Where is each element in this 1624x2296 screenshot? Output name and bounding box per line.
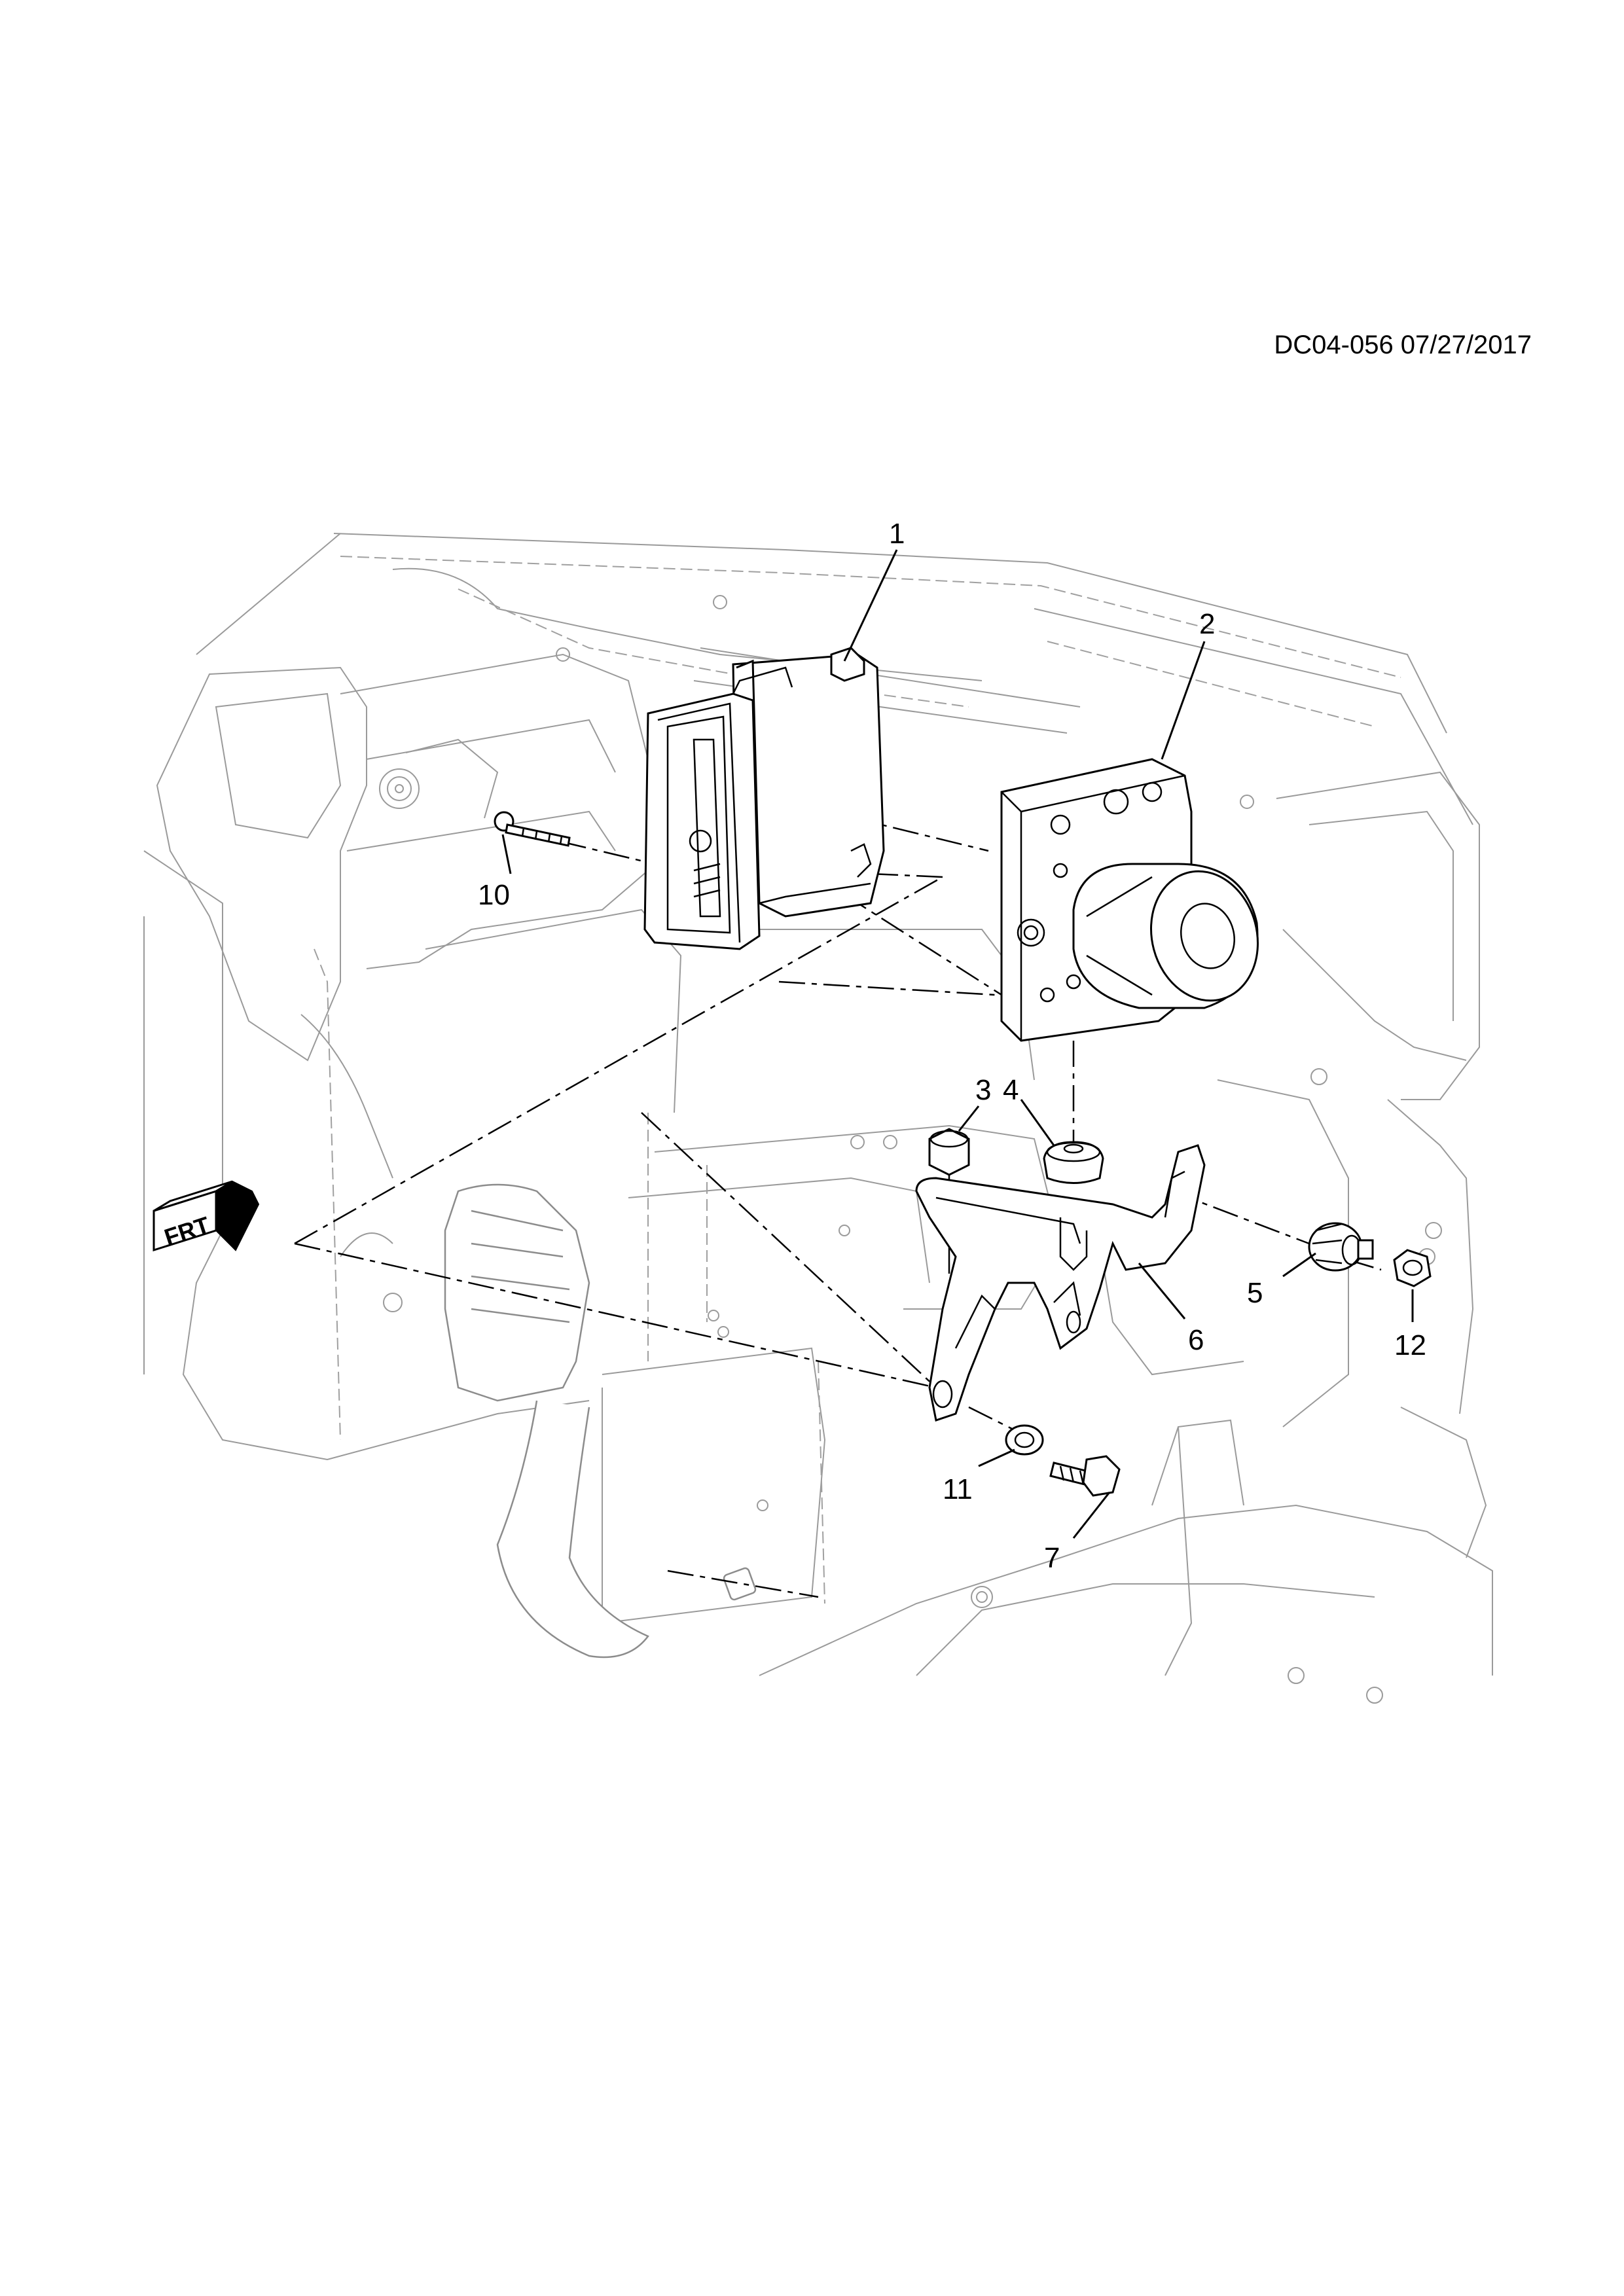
callout-labels: 1 2 3 4 5 6 7 10 11 12: [478, 518, 1426, 1574]
callout-5: 5: [1247, 1277, 1263, 1309]
callout-1: 1: [889, 518, 905, 550]
callout-10: 10: [478, 879, 510, 911]
part-10-bolt: [494, 811, 571, 847]
part-11-washer: [1005, 1424, 1044, 1456]
part-4-insulator: [1043, 1141, 1104, 1184]
callout-11: 11: [943, 1473, 973, 1505]
callout-3: 3: [975, 1074, 991, 1106]
front-direction-indicator: FRT: [153, 1180, 260, 1252]
part-12-nut: [1393, 1249, 1432, 1287]
part-2-hydraulic-modulator: [1000, 758, 1259, 1042]
callout-12: 12: [1394, 1329, 1426, 1361]
part-5-insulator: [1308, 1222, 1374, 1272]
callout-leaders: [501, 549, 1414, 1539]
part-1-control-module: [643, 647, 885, 950]
vehicle-structure-background: [143, 533, 1493, 1704]
part-3-nut: [928, 1128, 970, 1176]
document-id: DC04-056 07/27/2017: [1274, 331, 1532, 359]
part-7-bolt: [1049, 1455, 1121, 1497]
callout-2: 2: [1199, 608, 1215, 640]
callout-6: 6: [1188, 1324, 1204, 1356]
part-6-bracket: [915, 1144, 1206, 1422]
callout-4: 4: [1003, 1074, 1019, 1106]
callout-7: 7: [1044, 1542, 1060, 1574]
